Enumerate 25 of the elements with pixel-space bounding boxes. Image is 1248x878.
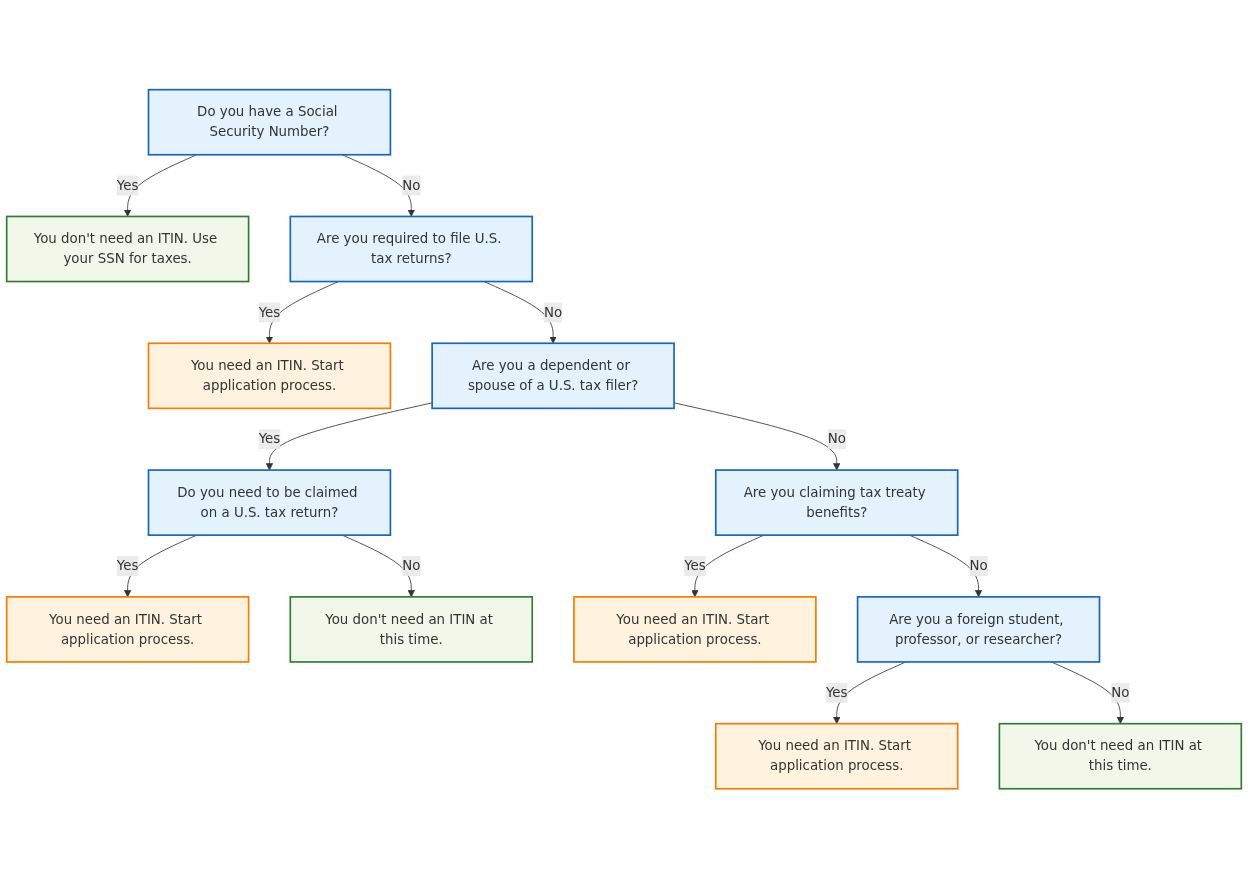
edge-label: No — [827, 430, 846, 447]
edge-label: Yes — [825, 684, 848, 701]
node-box: Are you required to file U.S. tax returns? — [289, 215, 534, 283]
node-box: You need an ITIN. Start application process. — [147, 342, 392, 409]
node-box: You need an ITIN. Start application process. — [5, 595, 250, 663]
node-box: Are you claiming tax treaty benefits? — [714, 469, 959, 536]
edge-label: Yes — [116, 177, 139, 193]
edge-label: No — [1111, 684, 1130, 701]
edge-label: No — [544, 303, 563, 320]
edge-label: No — [402, 557, 421, 574]
node-box: Are you a foreign student, professor, or researcher? — [856, 595, 1101, 663]
node-box: Are you a dependent or spouse of a U.S. tax filer? — [431, 342, 675, 409]
node-box: You don't need an ITIN at this time. — [998, 722, 1243, 790]
edge-label: Yes — [258, 303, 281, 320]
node-box: You need an ITIN. Start application process. — [714, 722, 959, 790]
node-box: Do you have a Social Security Number? — [147, 88, 392, 156]
node-box: You need an ITIN. Start application process. — [573, 595, 817, 663]
node-box: Do you need to be claimed on a U.S. tax return? — [147, 469, 392, 536]
node-box: You don't need an ITIN. Use your SSN for taxes. — [5, 215, 250, 283]
edge-label: Yes — [684, 557, 706, 574]
edge-label: No — [402, 177, 421, 193]
edge-label: No — [969, 557, 988, 574]
edge-label: Yes — [258, 430, 281, 447]
node-box: You don't need an ITIN at this time. — [289, 595, 534, 663]
edge-label: Yes — [116, 557, 139, 574]
